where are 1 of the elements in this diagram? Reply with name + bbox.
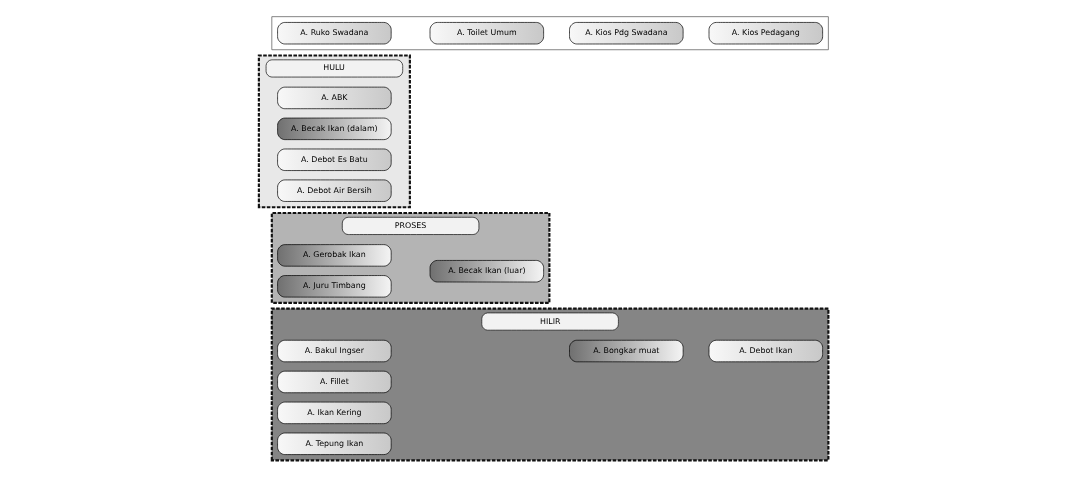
- cluster: [270, 16, 829, 51]
